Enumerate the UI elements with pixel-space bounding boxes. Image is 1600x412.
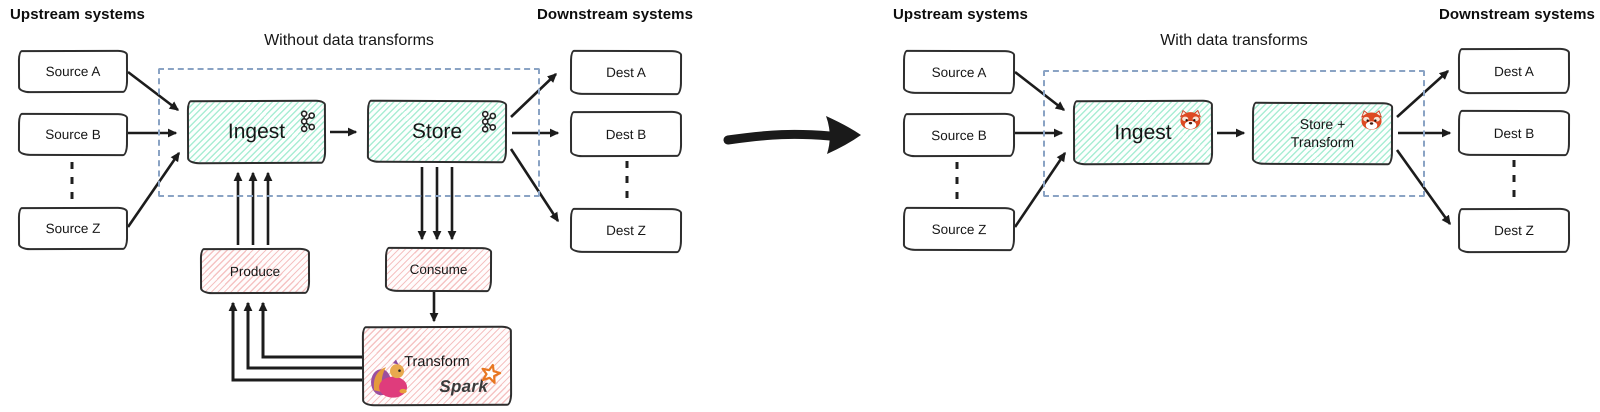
source-a-box-left: Source A <box>17 49 129 94</box>
arrow-transform-produce-3 <box>228 301 362 382</box>
source-z-box-right: Source Z <box>902 206 1016 252</box>
store-transform-label: Store + Transform <box>1290 115 1355 150</box>
pipeline-zone-left <box>158 68 540 197</box>
upstream-systems-label-left: Upstream systems <box>10 6 146 23</box>
store-box-left: Store <box>366 99 508 164</box>
transform-box: Transform Spark <box>361 325 513 407</box>
arrow-sourceZ-ingest-right <box>1013 151 1067 228</box>
downstream-systems-label-left: Downstream systems <box>537 6 694 23</box>
dest-z-box-right: Dest Z <box>1457 207 1571 254</box>
source-a-box-right: Source A <box>902 49 1016 95</box>
kafka-icon <box>299 109 316 140</box>
spark-logo: Spark <box>439 363 502 397</box>
dest-b-box-right: Dest B <box>1457 109 1571 157</box>
pipeline-zone-right <box>1043 70 1425 197</box>
arrow-sourceA-ingest-right <box>1014 70 1066 112</box>
dest-a-box-right: Dest A <box>1457 47 1571 95</box>
arrow-transform-produce-1 <box>258 301 362 359</box>
store-label-left: Store <box>411 119 463 143</box>
redpanda-icon <box>1359 109 1384 135</box>
dest-a-box-left: Dest A <box>569 49 683 96</box>
source-b-box-left: Source B <box>17 112 129 157</box>
diagram-title-right: With data transforms <box>1160 32 1308 49</box>
ingest-box-right: Ingest <box>1072 99 1214 166</box>
source-z-box-left: Source Z <box>17 206 129 251</box>
ingest-box-left: Ingest <box>186 99 327 165</box>
spark-star-icon <box>479 363 502 389</box>
dest-z-box-left: Dest Z <box>569 207 683 254</box>
ingest-label-left: Ingest <box>227 119 286 144</box>
upstream-systems-label-right: Upstream systems <box>893 6 1029 23</box>
arrow-sourceA-ingest-left <box>127 70 180 112</box>
arrow-transform-produce-2 <box>243 301 362 370</box>
source-b-box-right: Source B <box>902 112 1016 158</box>
produce-box: Produce <box>199 247 311 295</box>
consume-box: Consume <box>384 246 493 293</box>
arrow-store-destA-right <box>1396 70 1449 118</box>
store-transform-box: Store + Transform <box>1251 101 1394 166</box>
ingest-label-right: Ingest <box>1114 120 1172 144</box>
kafka-icon <box>480 109 497 140</box>
redpanda-icon <box>1178 109 1203 136</box>
arrow-sourceZ-ingest-left <box>126 151 181 228</box>
downstream-systems-label-right: Downstream systems <box>1438 6 1595 23</box>
center-transition-arrow <box>723 116 861 154</box>
diagram-title-left: Without data transforms <box>264 32 434 49</box>
arrow-store-destA-left <box>510 73 557 118</box>
flink-squirrel-icon <box>369 359 411 402</box>
arrow-store-destZ-left <box>509 148 560 223</box>
dest-b-box-left: Dest B <box>569 110 683 158</box>
